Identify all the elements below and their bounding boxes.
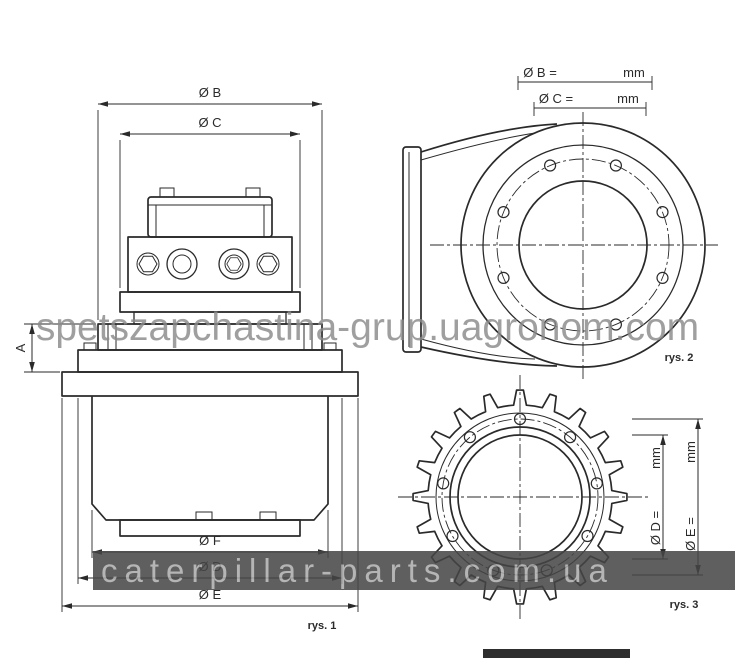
bolt-hole (446, 529, 459, 543)
dimension-b-row: Ø B = mm (517, 65, 653, 90)
plug-circle-right (256, 252, 280, 276)
dimension-e: Ø E (61, 398, 359, 612)
figure-2-caption: rys. 2 (665, 352, 694, 364)
hex-plug-right-icon (258, 255, 278, 273)
hydraulic-ports (136, 248, 280, 280)
dim-b-unit: mm (623, 65, 645, 80)
figure-1-caption: rys. 1 (308, 620, 337, 632)
port-right (218, 248, 250, 280)
figure-3-caption: rys. 3 (670, 599, 699, 611)
bottom-tab-left (195, 511, 213, 521)
dim-d-unit: mm (648, 447, 663, 469)
dim-c-label: Ø C (198, 115, 221, 130)
bolt-hole (543, 159, 557, 172)
motor-body-outline (61, 187, 359, 537)
top-cover (147, 196, 273, 238)
bolt-hole (609, 318, 623, 331)
hex-plug-left-icon (138, 255, 158, 273)
top-web-line (420, 123, 558, 153)
bottom-tab-right (259, 511, 277, 521)
bottom-web-line (420, 346, 558, 367)
bolt-hole (437, 477, 450, 490)
dimension-c: Ø C (119, 115, 301, 288)
dim-b-label: Ø B = (523, 65, 557, 80)
dim-e-label: Ø E = (683, 517, 698, 551)
hex-plug-center-icon (226, 257, 242, 271)
bolt-hole (590, 477, 603, 490)
dim-e-label: Ø E (199, 587, 222, 602)
dim-c-unit: mm (617, 91, 639, 106)
watermark-band-text: caterpillar-parts.com.ua (101, 551, 614, 589)
lower-housing (91, 396, 329, 521)
dim-d-label: Ø D = (648, 511, 663, 545)
figure-1-final-drive-front-view: Ø B Ø C A Ø F Ø D Ø E (13, 85, 359, 632)
dimension-c-row: Ø C = mm (533, 91, 647, 116)
dim-e-unit: mm (683, 441, 698, 463)
bolt-hole (497, 271, 510, 284)
bolt-hole (497, 206, 510, 219)
dimension-e-vertical: mm Ø E = (632, 418, 703, 576)
bolt-hole (543, 318, 557, 331)
dim-c-label: Ø C = (539, 91, 573, 106)
step-flange (119, 291, 301, 313)
bolt-head-left (83, 342, 97, 351)
bolt-hole (609, 159, 623, 172)
bolt-head-right (323, 342, 337, 351)
dimension-b: Ø B (97, 85, 323, 320)
bolt-hole (463, 431, 476, 444)
flange-b (97, 323, 323, 351)
bolt-hole (656, 206, 669, 219)
watermark-bottom-bar (483, 649, 630, 658)
watermark-band: caterpillar-parts.com.ua (93, 551, 735, 590)
dim-f-label: Ø F (199, 533, 221, 548)
bolt-hole (581, 529, 594, 543)
top-tab-left (159, 187, 175, 198)
dim-a-label: A (13, 343, 28, 352)
flange-e (61, 371, 359, 397)
bolt-hole (656, 271, 669, 284)
neck (133, 311, 287, 325)
mounting-flange (402, 146, 422, 353)
flange-d (77, 349, 343, 373)
dimension-a: A (13, 323, 96, 373)
port-left (166, 248, 198, 280)
plug-section (127, 236, 293, 293)
top-tab-right (245, 187, 261, 198)
dim-b-label: Ø B (199, 85, 221, 100)
figure-2-housing-side-view: Ø B = mm Ø C = mm rys. 2 (402, 65, 718, 380)
housing-bolt-holes (497, 159, 669, 331)
plug-circle-left (136, 252, 160, 276)
bolt-hole (563, 431, 577, 444)
